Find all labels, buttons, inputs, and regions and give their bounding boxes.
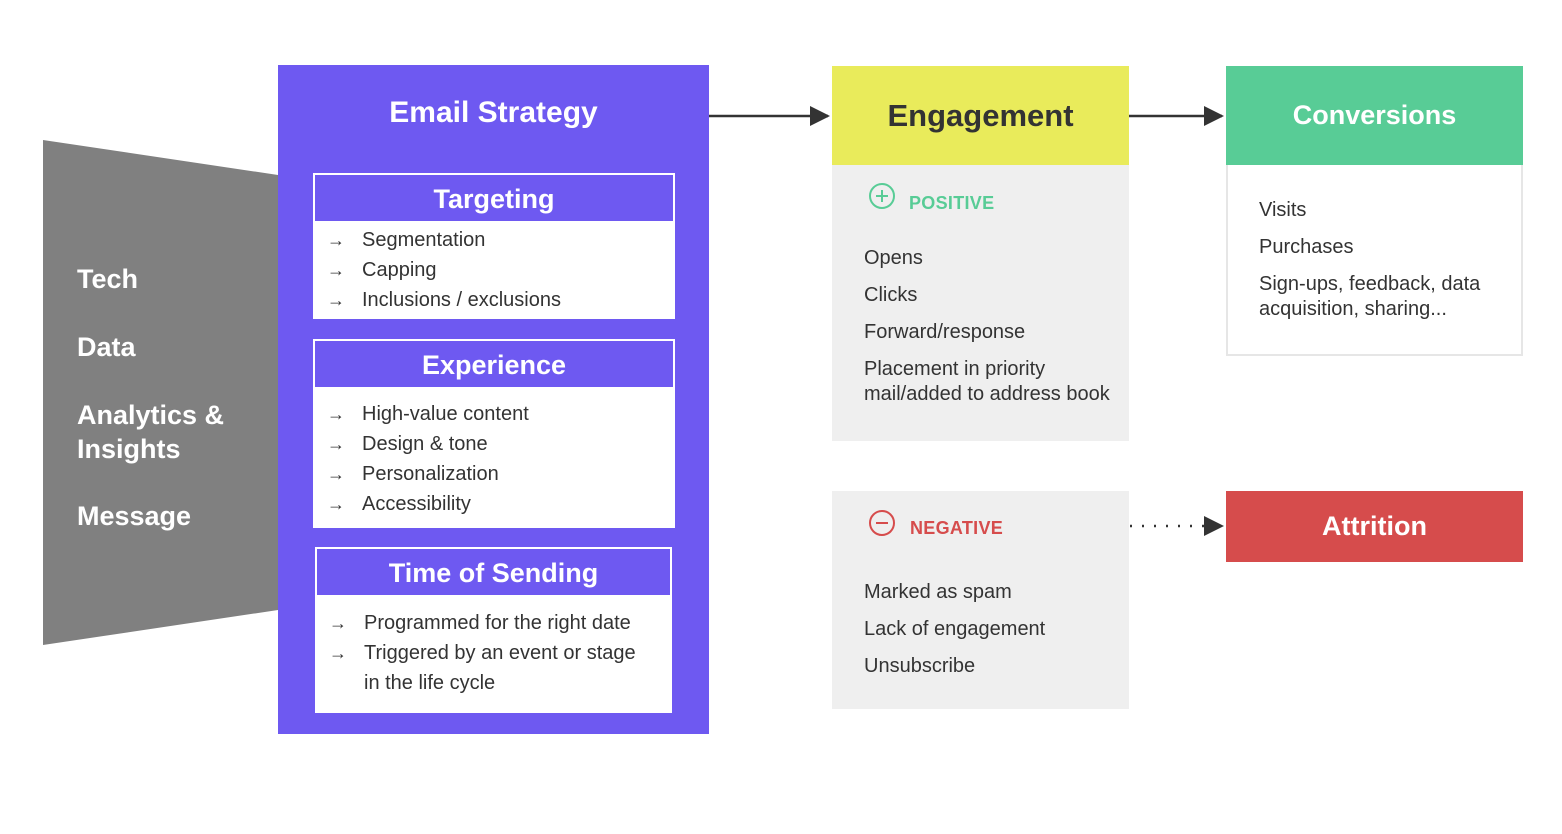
arrow-right-icon: → [327,494,345,514]
experience-card: Experience →High-value content →Design &… [311,337,677,530]
list-item: Purchases [1259,236,1354,258]
list-item: →Capping [327,255,675,285]
list-item: →Programmed for the right date [329,608,672,638]
arrow-right-icon: → [327,404,345,424]
list-item: →Accessibility [327,489,675,519]
targeting-card: Targeting →Segmentation →Capping →Inclus… [311,171,677,321]
time-of-sending-title: Time of Sending [315,547,672,595]
positive-label: POSITIVE [909,193,995,213]
arrow-right-icon: → [327,434,345,454]
experience-list: →High-value content →Design & tone →Pers… [313,387,675,519]
list-item: →Segmentation [327,225,675,255]
list-item: Marked as spam [864,581,1012,603]
arrow-right-icon: → [327,464,345,484]
list-item: Forward/response [864,321,1026,343]
time-of-sending-list: →Programmed for the right date →Triggere… [315,595,672,698]
arrow-right-icon: → [327,260,345,280]
list-item: →Triggered by an event or stage in the l… [329,638,672,698]
funnel-label-analytics: Analytics & [77,400,225,430]
targeting-list: →Segmentation →Capping →Inclusions / exc… [313,221,675,315]
targeting-title: Targeting [313,173,675,221]
arrow-right-icon: → [327,230,345,250]
list-item: Placement in priority mail/added to addr… [864,358,1110,405]
engagement-header: Engagement [832,66,1129,165]
arrow-right-icon: → [327,290,345,310]
funnel-label-message: Message [77,501,192,531]
arrow-right-icon: → [329,613,347,633]
list-item: Lack of engagement [864,618,1046,640]
conversions-header: Conversions [1226,66,1523,165]
plus-circle-icon [869,183,895,209]
list-item: →Inclusions / exclusions [327,285,675,315]
engagement-positive-panel: POSITIVE Opens Clicks Forward/response P… [832,165,1129,441]
input-funnel-shape [43,140,278,645]
attrition-box: Attrition [1226,491,1523,562]
funnel-label-data: Data [77,332,136,362]
negative-label: NEGATIVE [910,518,1004,538]
list-item: →High-value content [327,399,675,429]
arrow-right-icon: → [329,643,347,663]
list-item: →Design & tone [327,429,675,459]
funnel-label-tech: Tech [77,264,139,294]
experience-title: Experience [313,339,675,387]
conversions-panel: Visits Purchases Sign-ups, feedback, dat… [1226,165,1523,356]
minus-circle-icon [869,510,895,536]
list-item: Clicks [864,284,918,306]
positive-list: Opens Clicks Forward/response Placement … [864,246,1114,419]
list-item: →Personalization [327,459,675,489]
negative-list: Marked as spam Lack of engagement Unsubs… [864,580,1045,691]
conversions-list: Visits Purchases Sign-ups, feedback, dat… [1259,198,1509,334]
engagement-negative-panel: NEGATIVE Marked as spam Lack of engageme… [832,491,1129,709]
list-item: Sign-ups, feedback, data acquisition, sh… [1259,273,1481,320]
list-item: Visits [1259,199,1307,221]
funnel-label-insights: Insights [77,434,181,464]
email-strategy-title: Email Strategy [389,96,598,129]
list-item: Unsubscribe [864,655,976,677]
list-item: Opens [864,247,923,269]
time-of-sending-card: Time of Sending →Programmed for the righ… [313,545,674,715]
email-strategy-block: Email Strategy Targeting →Segmentation →… [278,65,709,734]
